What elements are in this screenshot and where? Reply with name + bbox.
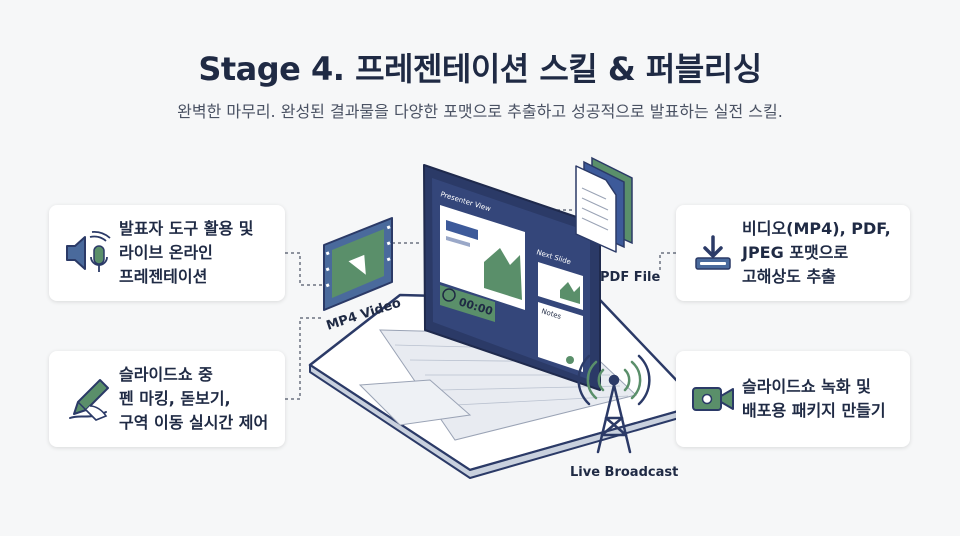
card-pen-marking: 슬라이드쇼 중 펜 마킹, 돋보기, 구역 이동 실시간 제어 [49, 351, 285, 447]
connector-presenter [285, 252, 322, 286]
download-tray-icon [684, 233, 742, 273]
card-presenter-tools: 발표자 도구 활용 및 라이브 온라인 프레젠테이션 [49, 205, 285, 301]
pdf-file-label: PDF File [600, 270, 661, 285]
laptop: Presenter View 00:00 Next Slide Notes [308, 164, 702, 479]
connector-pen [285, 317, 322, 400]
card-record-package: 슬라이드쇼 녹화 및 배포용 패키지 만들기 [676, 351, 910, 447]
card-export-text: 비디오(MP4), PDF, JPEG 포맷으로 고해상도 추출 [742, 219, 891, 286]
pen-hand-icon [59, 376, 119, 422]
speaker-microphone-icon [57, 229, 119, 277]
card-presenter-text: 발표자 도구 활용 및 라이브 온라인 프레젠테이션 [119, 219, 254, 286]
card-pen-text: 슬라이드쇼 중 펜 마킹, 돋보기, 구역 이동 실시간 제어 [119, 365, 269, 432]
broadcast-tower-icon [577, 354, 651, 454]
page-title: Stage 4. 프레젠테이션 스킬 & 퍼블리싱 [198, 50, 762, 88]
connector-export [659, 252, 676, 270]
pdf-file-icon [575, 156, 633, 253]
video-camera-icon [684, 382, 742, 416]
page-subtitle: 완벽한 마무리. 완성된 결과물을 다양한 포맷으로 추출하고 성공적으로 발표… [177, 102, 783, 121]
card-record-text: 슬라이드쇼 녹화 및 배포용 패키지 만들기 [742, 377, 886, 420]
mp4-video-icon [323, 217, 393, 311]
live-broadcast-label: Live Broadcast [570, 465, 679, 480]
card-export-formats: 비디오(MP4), PDF, JPEG 포맷으로 고해상도 추출 [676, 205, 910, 301]
